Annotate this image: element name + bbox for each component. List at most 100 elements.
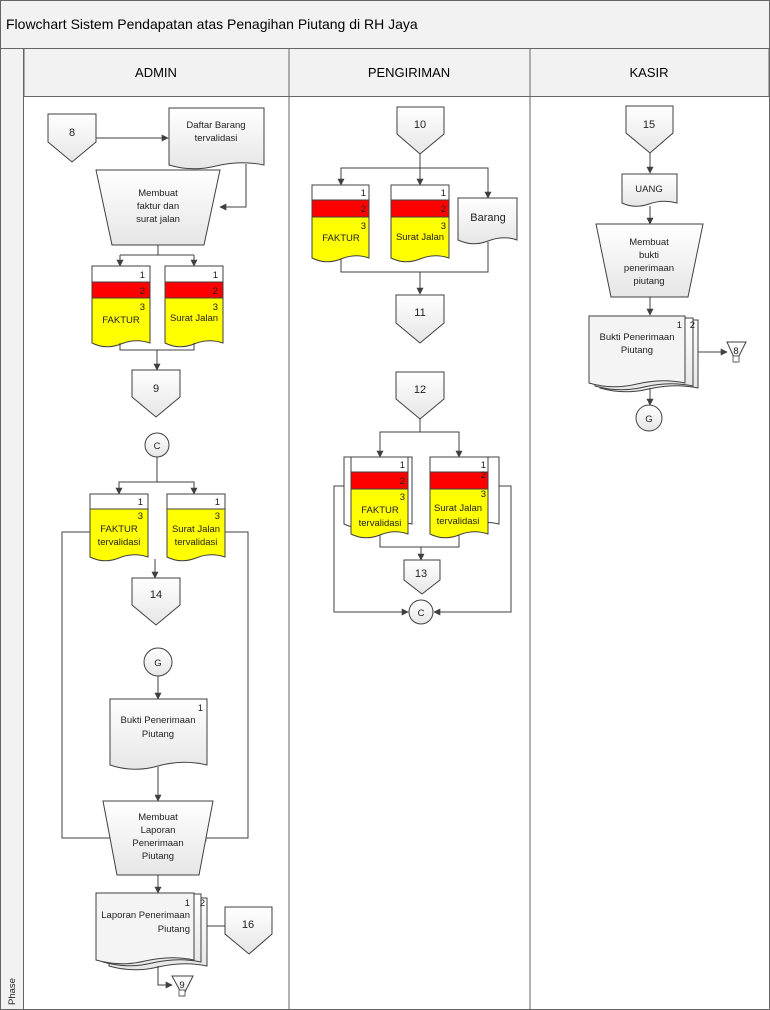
svg-text:FAKTUR: FAKTUR xyxy=(322,233,360,244)
document-faktur-pengiriman: 1 2 3 FAKTUR xyxy=(311,184,370,263)
title-bar xyxy=(0,0,770,49)
process-label: faktur dan xyxy=(137,201,179,212)
svg-text:2: 2 xyxy=(481,470,486,481)
onpage-connector-c-pengiriman xyxy=(408,599,434,625)
document-label: tervalidasi xyxy=(195,133,238,144)
file-storage-8 xyxy=(726,341,747,364)
connector-label: 9 xyxy=(153,383,159,395)
lane-label-admin: ADMIN xyxy=(135,65,177,80)
manual-process-membuat-laporan xyxy=(102,800,214,876)
svg-text:1: 1 xyxy=(441,188,446,199)
svg-text:FAKTUR: FAKTUR xyxy=(102,315,140,326)
phase-column xyxy=(0,48,24,1010)
svg-text:1: 1 xyxy=(400,460,405,471)
process-label: Piutang xyxy=(142,851,174,862)
svg-text:1: 1 xyxy=(677,320,682,331)
process-label: surat jalan xyxy=(136,214,180,225)
offpage-connector-16 xyxy=(224,906,273,955)
svg-text:2: 2 xyxy=(140,286,145,297)
process-label: penerimaan xyxy=(624,263,674,274)
svg-text:1: 1 xyxy=(185,898,190,909)
flow-arrow xyxy=(119,343,195,370)
svg-text:2: 2 xyxy=(213,286,218,297)
process-label: piutang xyxy=(633,276,664,287)
storage-marker xyxy=(732,355,740,363)
offpage-connector-9 xyxy=(131,369,181,418)
svg-text:3: 3 xyxy=(400,492,405,503)
document-label: Bukti Penerimaan xyxy=(121,715,196,726)
connector-label: 15 xyxy=(643,119,655,131)
flow-arrow xyxy=(157,966,173,989)
offpage-connector-12 xyxy=(395,371,445,420)
flow-arrow xyxy=(340,242,489,294)
lane-label-pengiriman: PENGIRIMAN xyxy=(368,65,450,80)
document-laporan-penerimaan: 1 2 Laporan Penerimaan Piutang xyxy=(95,892,208,971)
lane-header-kasir xyxy=(529,48,770,97)
flow-arrow xyxy=(199,531,249,842)
svg-text:Bukti Penerimaan: Bukti Penerimaan xyxy=(600,332,675,343)
svg-text:Piutang: Piutang xyxy=(158,924,190,935)
svg-text:2: 2 xyxy=(361,204,366,215)
svg-text:3: 3 xyxy=(441,221,446,232)
svg-text:3: 3 xyxy=(481,489,486,500)
svg-text:tervalidasi: tervalidasi xyxy=(98,537,141,548)
process-label: bukti xyxy=(639,250,659,261)
svg-text:1: 1 xyxy=(361,188,366,199)
storage-label: 9 xyxy=(179,980,184,991)
flow-arrow xyxy=(333,485,409,616)
document-daftar-barang xyxy=(168,107,265,170)
document-surat-jalan-tervalidasi: 1 3 Surat Jalan tervalidasi xyxy=(166,493,226,562)
document-copy-number: 1 xyxy=(198,703,203,714)
svg-text:1: 1 xyxy=(215,497,220,508)
document-bukti-penerimaan xyxy=(109,698,208,770)
svg-text:tervalidasi: tervalidasi xyxy=(175,537,218,548)
connector-label: G xyxy=(645,414,652,425)
lane-label-kasir: KASIR xyxy=(629,65,668,80)
offpage-connector-14 xyxy=(131,577,181,626)
manual-process-membuat-faktur xyxy=(95,169,221,246)
document-surat-jalan-pengiriman: 1 2 3 Surat Jalan xyxy=(390,184,450,263)
flow-arrow xyxy=(219,164,247,211)
flow-arrow xyxy=(433,485,512,616)
svg-text:2: 2 xyxy=(690,320,695,331)
document-label: Piutang xyxy=(142,729,174,740)
svg-text:2: 2 xyxy=(200,898,205,909)
file-storage-9 xyxy=(171,975,194,998)
document-uang xyxy=(621,173,678,207)
document-label: Daftar Barang xyxy=(186,120,245,131)
document-label: Barang xyxy=(470,212,505,224)
svg-text:Surat Jalan: Surat Jalan xyxy=(172,524,220,535)
svg-text:1: 1 xyxy=(138,497,143,508)
onpage-connector-g-kasir xyxy=(635,404,663,432)
diagram-title: Flowchart Sistem Pendapatan atas Penagih… xyxy=(6,16,418,32)
process-label: Membuat xyxy=(629,237,669,248)
offpage-connector-11 xyxy=(395,294,445,344)
offpage-connector-13 xyxy=(403,559,441,595)
connector-label: 8 xyxy=(69,127,75,139)
svg-text:3: 3 xyxy=(138,511,143,522)
connector-label: C xyxy=(154,441,161,452)
svg-text:Surat Jalan: Surat Jalan xyxy=(396,232,444,243)
flow-arrow xyxy=(119,245,195,265)
svg-text:FAKTUR: FAKTUR xyxy=(361,505,399,516)
svg-text:1: 1 xyxy=(481,460,486,471)
connector-label: C xyxy=(418,608,425,619)
storage-marker xyxy=(178,989,186,997)
process-label: Penerimaan xyxy=(132,838,183,849)
svg-text:tervalidasi: tervalidasi xyxy=(359,518,402,529)
storage-label: 8 xyxy=(733,346,738,357)
connector-label: 13 xyxy=(415,568,427,580)
connector-label: 10 xyxy=(414,119,426,131)
document-faktur: 1 2 3 FAKTUR xyxy=(91,265,151,348)
document-barang xyxy=(457,197,518,245)
svg-text:2: 2 xyxy=(400,476,405,487)
connector-label: G xyxy=(154,658,161,669)
flow-arrow xyxy=(61,531,118,842)
process-label: Membuat xyxy=(138,812,178,823)
svg-text:tervalidasi: tervalidasi xyxy=(437,516,480,527)
svg-text:FAKTUR: FAKTUR xyxy=(100,524,138,535)
svg-text:3: 3 xyxy=(215,511,220,522)
offpage-connector-8 xyxy=(47,113,97,163)
phase-label: Phase xyxy=(7,978,18,1005)
manual-process-membuat-bukti xyxy=(595,223,704,298)
